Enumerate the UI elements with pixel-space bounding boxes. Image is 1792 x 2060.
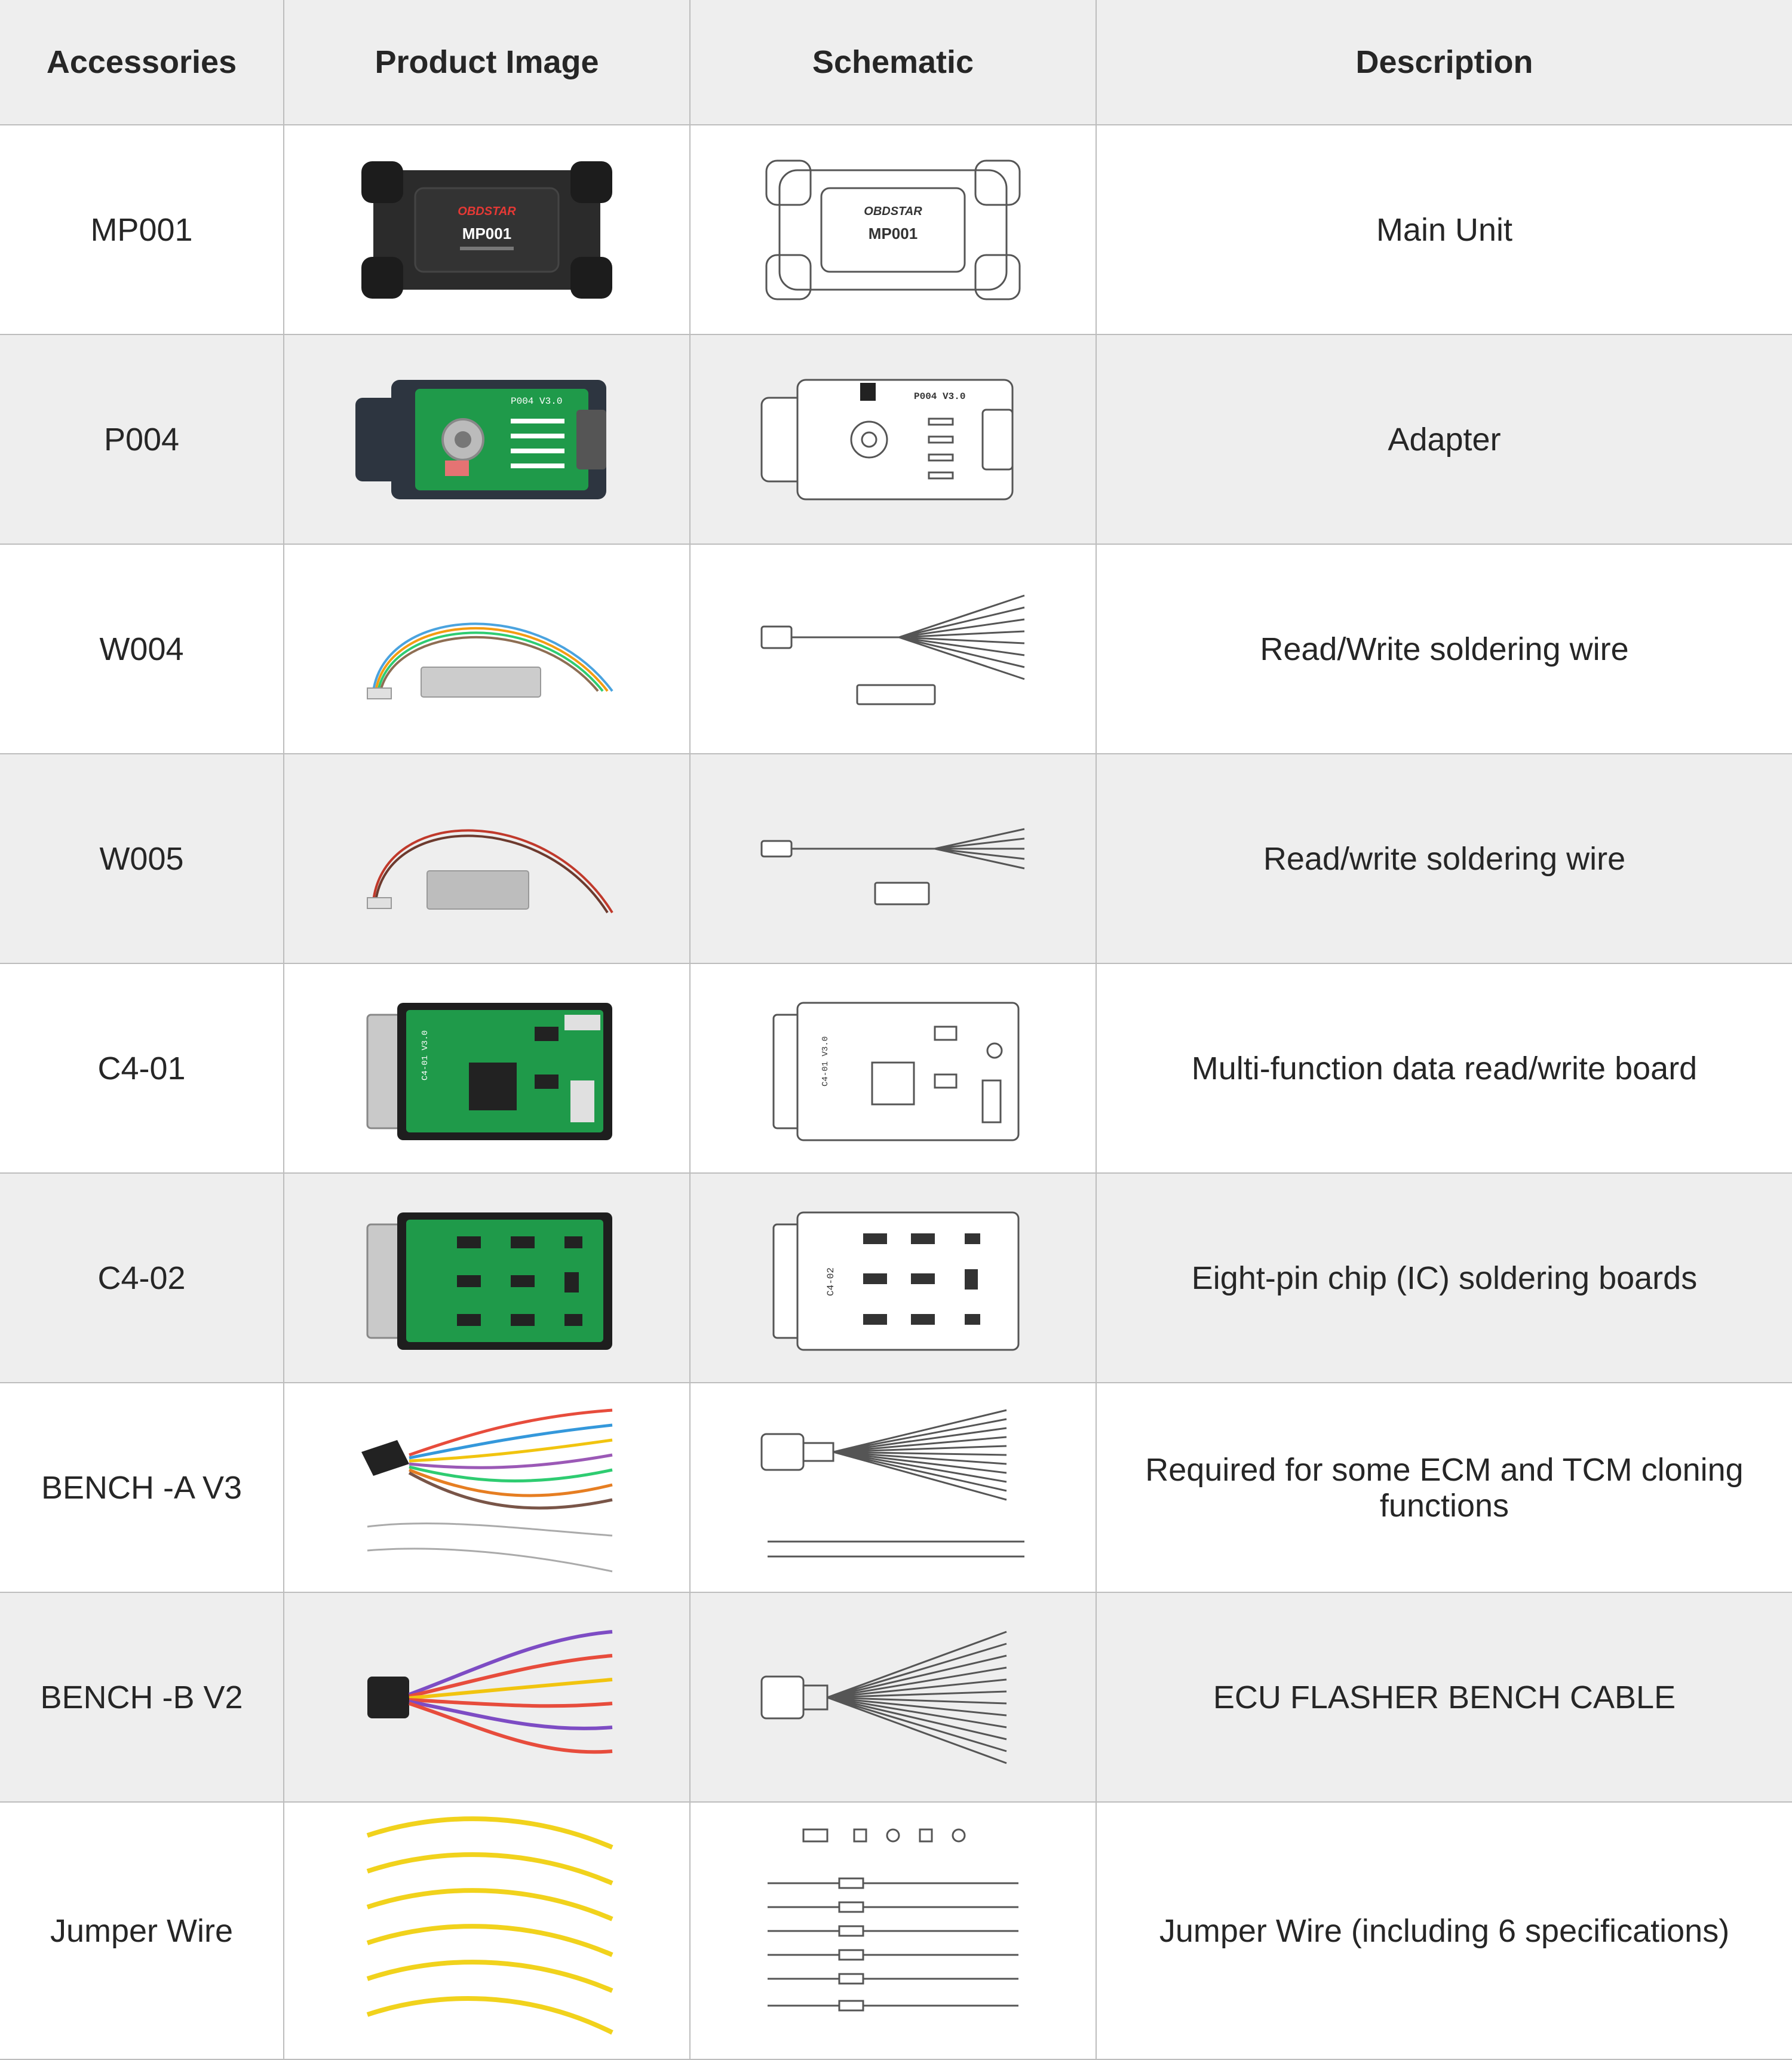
schematic-image: P004 V3.0 [691, 335, 1097, 545]
c4-01-schematic: C4-01 V3.0 [772, 1002, 1020, 1141]
schematic-board-label: C4-02 [826, 1267, 836, 1295]
bench-b-schematic [760, 1631, 1007, 1764]
accessory-name: W004 [0, 545, 284, 754]
product-image [284, 545, 691, 754]
description: Main Unit [1097, 125, 1792, 335]
jumper-wire-image [366, 1816, 613, 2035]
description: Jumper Wire (including 6 specifications) [1097, 1803, 1792, 2060]
accessory-name: C4-01 [0, 964, 284, 1174]
schematic-image: C4-02 [691, 1174, 1097, 1383]
accessory-name: W005 [0, 754, 284, 964]
w004-wire-image [367, 622, 613, 699]
device-brand: OBDSTAR [458, 205, 516, 218]
p004-adapter-image: P004 V3.0 [355, 379, 606, 499]
description: Read/Write soldering wire [1097, 545, 1792, 754]
accessory-name: Jumper Wire [0, 1803, 284, 2060]
product-image: P004 V3.0 [284, 335, 691, 545]
description: Read/write soldering wire [1097, 754, 1792, 964]
header-accessories: Accessories [0, 0, 284, 125]
board-label: C4-01 V3.0 [421, 1030, 430, 1080]
schematic-image [691, 545, 1097, 754]
p004-schematic: P004 V3.0 [760, 379, 1014, 500]
description: Required for some ECM and TCM cloning fu… [1097, 1383, 1792, 1593]
product-image [284, 1174, 691, 1383]
header-description: Description [1097, 0, 1792, 125]
c4-02-schematic: C4-02 [772, 1211, 1020, 1350]
schematic-brand: OBDSTAR [864, 205, 922, 218]
accessory-name: MP001 [0, 125, 284, 335]
mp001-device-image: OBDSTAR MP001 [361, 161, 612, 299]
mp001-schematic: OBDSTAR MP001 [765, 159, 1021, 300]
bench-a-cable-image [361, 1408, 613, 1572]
header-schematic: Schematic [691, 0, 1097, 125]
accessory-name: BENCH -A V3 [0, 1383, 284, 1593]
schematic-board-label: C4-01 V3.0 [821, 1036, 830, 1086]
product-image [284, 754, 691, 964]
w005-wire-image [367, 829, 613, 913]
accessory-name: C4-02 [0, 1174, 284, 1383]
board-label: P004 V3.0 [511, 396, 562, 407]
c4-01-board-image: C4-01 V3.0 [366, 1002, 612, 1140]
product-image [284, 1803, 691, 2060]
schematic-image: OBDSTAR MP001 [691, 125, 1097, 335]
description: Multi-function data read/write board [1097, 964, 1792, 1174]
bench-b-cable-image [367, 1629, 613, 1754]
product-image: OBDSTAR MP001 [284, 125, 691, 335]
schematic-image: C4-01 V3.0 [691, 964, 1097, 1174]
schematic-image [691, 1803, 1097, 2060]
device-model: MP001 [462, 225, 511, 242]
description: Eight-pin chip (IC) soldering boards [1097, 1174, 1792, 1383]
schematic-board-label: P004 V3.0 [914, 391, 965, 402]
schematic-image [691, 1383, 1097, 1593]
product-image: C4-01 V3.0 [284, 964, 691, 1174]
schematic-image [691, 754, 1097, 964]
description: Adapter [1097, 335, 1792, 545]
header-product-image: Product Image [284, 0, 691, 125]
accessory-name: P004 [0, 335, 284, 545]
schematic-image [691, 1593, 1097, 1803]
w004-schematic [760, 594, 1025, 705]
jumper-wire-schematic [768, 1828, 1018, 2011]
schematic-model: MP001 [869, 225, 918, 242]
description: ECU FLASHER BENCH CABLE [1097, 1593, 1792, 1803]
bench-a-schematic [760, 1409, 1024, 1557]
accessory-name: BENCH -B V2 [0, 1593, 284, 1803]
w005-schematic [760, 828, 1025, 905]
product-image [284, 1593, 691, 1803]
c4-02-board-image [366, 1212, 612, 1350]
product-image [284, 1383, 691, 1593]
